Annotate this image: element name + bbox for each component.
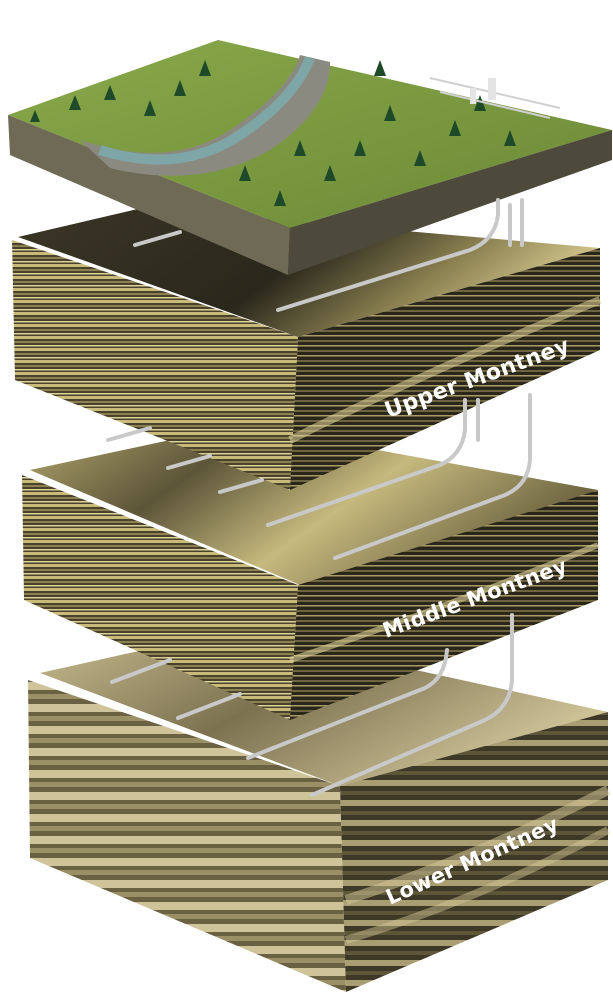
well-middle-1: [108, 428, 150, 440]
